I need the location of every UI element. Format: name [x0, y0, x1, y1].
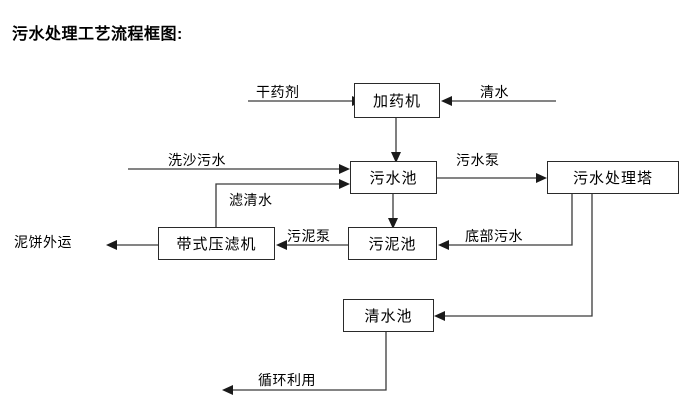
edge-clean-water-to-dosing [441, 96, 556, 106]
edge-label-sewage_pump: 污水泵 [456, 152, 500, 168]
edge-label-sand_wash_sewage: 洗沙污水 [168, 152, 226, 168]
edge-sand-wash-sewage-to-sewage-pool [128, 164, 350, 174]
edge-label-bottom_sewage: 底部污水 [465, 228, 523, 244]
node-treatment_tower[interactable]: 污水处理塔 [547, 161, 679, 194]
edge-clear-pool-to-recycle [222, 332, 387, 395]
edge-sludge-pump-to-belt-filter [276, 240, 348, 250]
edge-label-clean_water_in: 清水 [480, 84, 509, 100]
terminal-label-mud_cake_out: 泥饼外运 [14, 234, 72, 250]
edge-bottom-sewage-to-sludge-pool [438, 194, 573, 250]
edge-belt-filter-to-mud-cake-out [106, 240, 158, 250]
node-dosing[interactable]: 加药机 [354, 83, 440, 118]
edge-treatment-tower-to-clear-pool [434, 194, 593, 321]
edge-sewage-pool-to-sludge-pool [388, 194, 398, 229]
node-sludge_pool[interactable]: 污泥池 [348, 227, 437, 260]
edge-label-dry_reagent: 干药剂 [256, 84, 300, 100]
node-belt_filter[interactable]: 带式压滤机 [158, 227, 275, 260]
node-sewage_pool[interactable]: 污水池 [350, 161, 437, 194]
edge-label-filtrate: 滤清水 [229, 192, 273, 208]
edge-label-sludge_pump: 污泥泵 [287, 228, 331, 244]
edge-sewage-pool-to-treatment-tower [437, 173, 547, 183]
edge-filtrate-to-sewage-pool [215, 179, 350, 227]
page-title: 污水处理工艺流程框图: [12, 26, 183, 43]
edge-label-recycle_use: 循环利用 [258, 372, 316, 388]
edge-dosing-to-sewage-pool [391, 118, 401, 163]
node-clear_pool[interactable]: 清水池 [343, 299, 434, 332]
